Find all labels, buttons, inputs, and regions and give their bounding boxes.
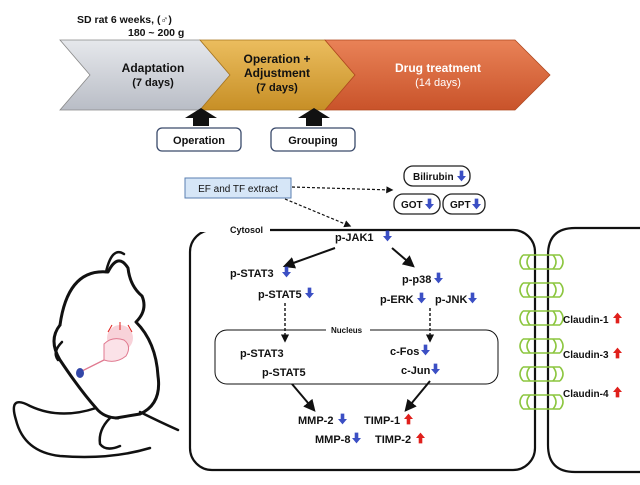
rat-foot [98,416,122,450]
mmp8-down-icon [352,432,361,444]
neighbor-cell [546,226,640,474]
claudin-1-up-icon [613,312,622,324]
timp1-up-icon [404,413,413,425]
operation-label: Operation [173,135,225,147]
gpt-box [442,193,486,215]
jak1-down-icon [383,230,392,242]
nuclear-stat5-label: p-STAT5 [262,367,306,379]
claudin-3-up-icon [613,347,622,359]
extract-label: EF and TF extract [198,184,278,195]
cjun-down-icon [431,363,440,375]
jak1-to-stat-arrow [282,247,336,269]
bilirubin-label: Bilirubin [413,172,454,183]
bilirubin-box [403,165,471,187]
cfos-label: c-Fos [390,346,419,358]
mmp8-label: MMP-8 [315,434,350,446]
timp2-label: TIMP-2 [375,434,411,446]
stat5-label: p-STAT5 [258,289,302,301]
timeline-drug-title: Drug treatment [395,61,481,75]
operation-up-arrow-icon [185,108,217,126]
cytosol-label: Cytosol [230,225,263,235]
nuclear-stat3-label: p-STAT3 [240,348,284,360]
cjun-label: c-Jun [401,365,431,377]
rat-tail [12,401,152,459]
timeline-adaptation-detail: (7 days) [132,77,174,89]
jnk-down-icon [468,292,477,304]
extract-to-jak1-arrow [284,198,352,228]
jnk-label: p-JNK [435,294,467,306]
rat-illustration [12,250,180,459]
nucleus-label-gap [326,324,370,336]
grouping-box [270,127,356,152]
claudin-4-label: Claudin-4 [563,389,609,400]
rat-back [58,259,161,420]
rat-belly [52,323,120,420]
timp1-label: TIMP-1 [364,415,400,427]
operation-box [156,127,242,152]
stat3-down-icon [282,266,291,278]
mmp2-down-icon [338,413,347,425]
extract-to-serum-arrow [291,186,394,194]
claudin-3-label: Claudin-3 [563,350,609,361]
stat-to-mmp-arrow [291,383,316,412]
timeline-operation-detail: (7 days) [256,82,298,94]
p38-label: p-p38 [402,274,431,286]
nucleus-label: Nucleus [331,326,363,335]
timeline-adaptation [59,39,231,111]
gpt-label: GPT [450,200,471,211]
cell-membrane [188,228,537,472]
timeline-drug [324,39,551,111]
rat-ear [104,250,126,274]
grouping-label: Grouping [288,135,338,147]
erk-down-icon [417,292,426,304]
jak1-label: p-JAK1 [335,232,374,244]
rat-duct [79,359,105,373]
grouping-up-arrow-icon [298,108,330,126]
claudin-4-up-icon [613,386,622,398]
cfos-down-icon [421,344,430,356]
erk-label: p-ERK [380,294,414,306]
got-label: GOT [401,200,423,211]
rat-liver [103,338,130,362]
rat-ligation-mark [76,368,84,378]
timeline-drug-detail: (14 days) [415,77,461,89]
timeline-operation-title-2: Adjustment [244,66,310,80]
timp2-up-icon [416,432,425,444]
timeline-operation-title-1: Operation + [243,52,310,66]
rat-spark-2 [127,324,133,333]
ap1-to-timp-arrow [404,380,431,412]
mmp2-label: MMP-2 [298,415,333,427]
rat-spark-3 [107,324,113,333]
rat-hind-leg [138,410,180,432]
tight-junctions [519,254,564,410]
timeline-adaptation-title: Adaptation [122,61,185,75]
subject-line-2: 180 ~ 200 g [128,27,184,39]
stat5-down-icon [305,287,314,299]
rat-arm [54,340,64,362]
extract-box [184,177,292,199]
subject-line-1: SD rat 6 weeks, (♂) [77,14,172,26]
stat3-label: p-STAT3 [230,268,274,280]
claudin-1-label: Claudin-1 [563,315,609,326]
jak1-to-mapk-arrow [391,247,415,268]
p38-down-icon [434,272,443,284]
